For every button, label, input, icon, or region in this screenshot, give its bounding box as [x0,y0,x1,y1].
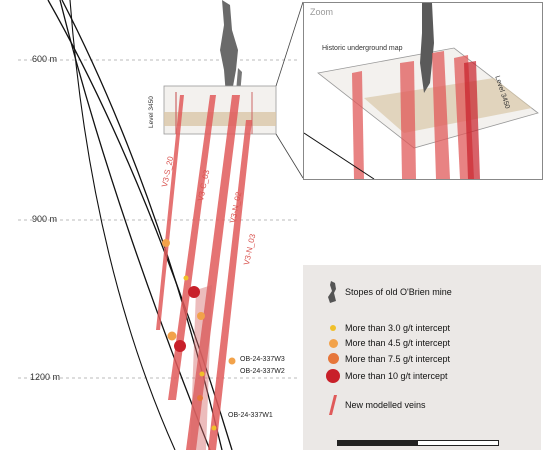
intercept [188,286,200,298]
hole-label-w3: OB-24-337W3 [240,356,285,363]
intercept [197,395,203,401]
drill-hole-4 [69,0,176,450]
zoom-title: Zoom [310,7,334,17]
zoom-connector [275,1,304,87]
depth-label-900: 900 m [32,214,58,224]
scale-bar [337,440,499,446]
legend-g45: More than 4.5 g/t intercept [321,338,450,348]
zoom-map-label: Historic underground map [322,45,403,52]
intercept [197,312,205,320]
legend: Stopes of old O'Brien mine More than 3.0… [303,265,541,450]
intercept [167,331,177,341]
dot-red-icon [326,369,340,383]
intercept [183,275,189,281]
legend-g3: More than 3.0 g/t intercept [321,323,450,333]
dot-orange-icon [328,338,338,348]
intercept [174,340,186,352]
dot-yellow-icon [330,325,336,331]
legend-g75: More than 7.5 g/t intercept [321,353,450,364]
legend-stopes: Stopes of old O'Brien mine [321,281,452,303]
drill-hole-3 [59,0,211,450]
legend-g3-label: More than 3.0 g/t intercept [345,323,451,333]
depth-label-600: 600 m [32,54,58,64]
legend-veins-label: New modelled veins [345,400,426,410]
zoom-connector [275,133,304,179]
vein-v3-n02 [186,95,240,450]
legend-g10-label: More than 10 g/t intercept [345,371,448,381]
stopes-shape [220,0,238,96]
legend-g45-label: More than 4.5 g/t intercept [345,338,451,348]
zoom-graphic [304,3,539,179]
hole-label-w1: OB-24-337W1 [228,412,273,419]
vein-v3-c03 [168,95,216,400]
hole-label-w2: OB-24-337W2 [240,368,285,375]
zoom-stopes [420,3,434,93]
intercept [228,357,236,365]
zoom-inset: Zoom Historic underground map Level 3450 [303,2,543,180]
legend-veins: New modelled veins [321,395,426,415]
vein-icon [321,395,345,415]
vein-v3-s20 [156,95,184,330]
level-label: Level 3450 [148,96,155,128]
drill-hole-1 [47,0,233,450]
legend-stopes-label: Stopes of old O'Brien mine [345,287,452,297]
vein-plane [190,285,212,450]
stopes-icon [321,281,345,303]
vein-v3-n03 [208,120,252,450]
intercept [162,239,170,247]
intercept [211,425,217,431]
depth-label-1200: 1200 m [30,372,61,382]
intercept [199,371,205,377]
legend-g75-label: More than 7.5 g/t intercept [345,353,451,364]
legend-g10: More than 10 g/t intercept [321,369,448,383]
dot-darkorange-icon [327,353,339,364]
